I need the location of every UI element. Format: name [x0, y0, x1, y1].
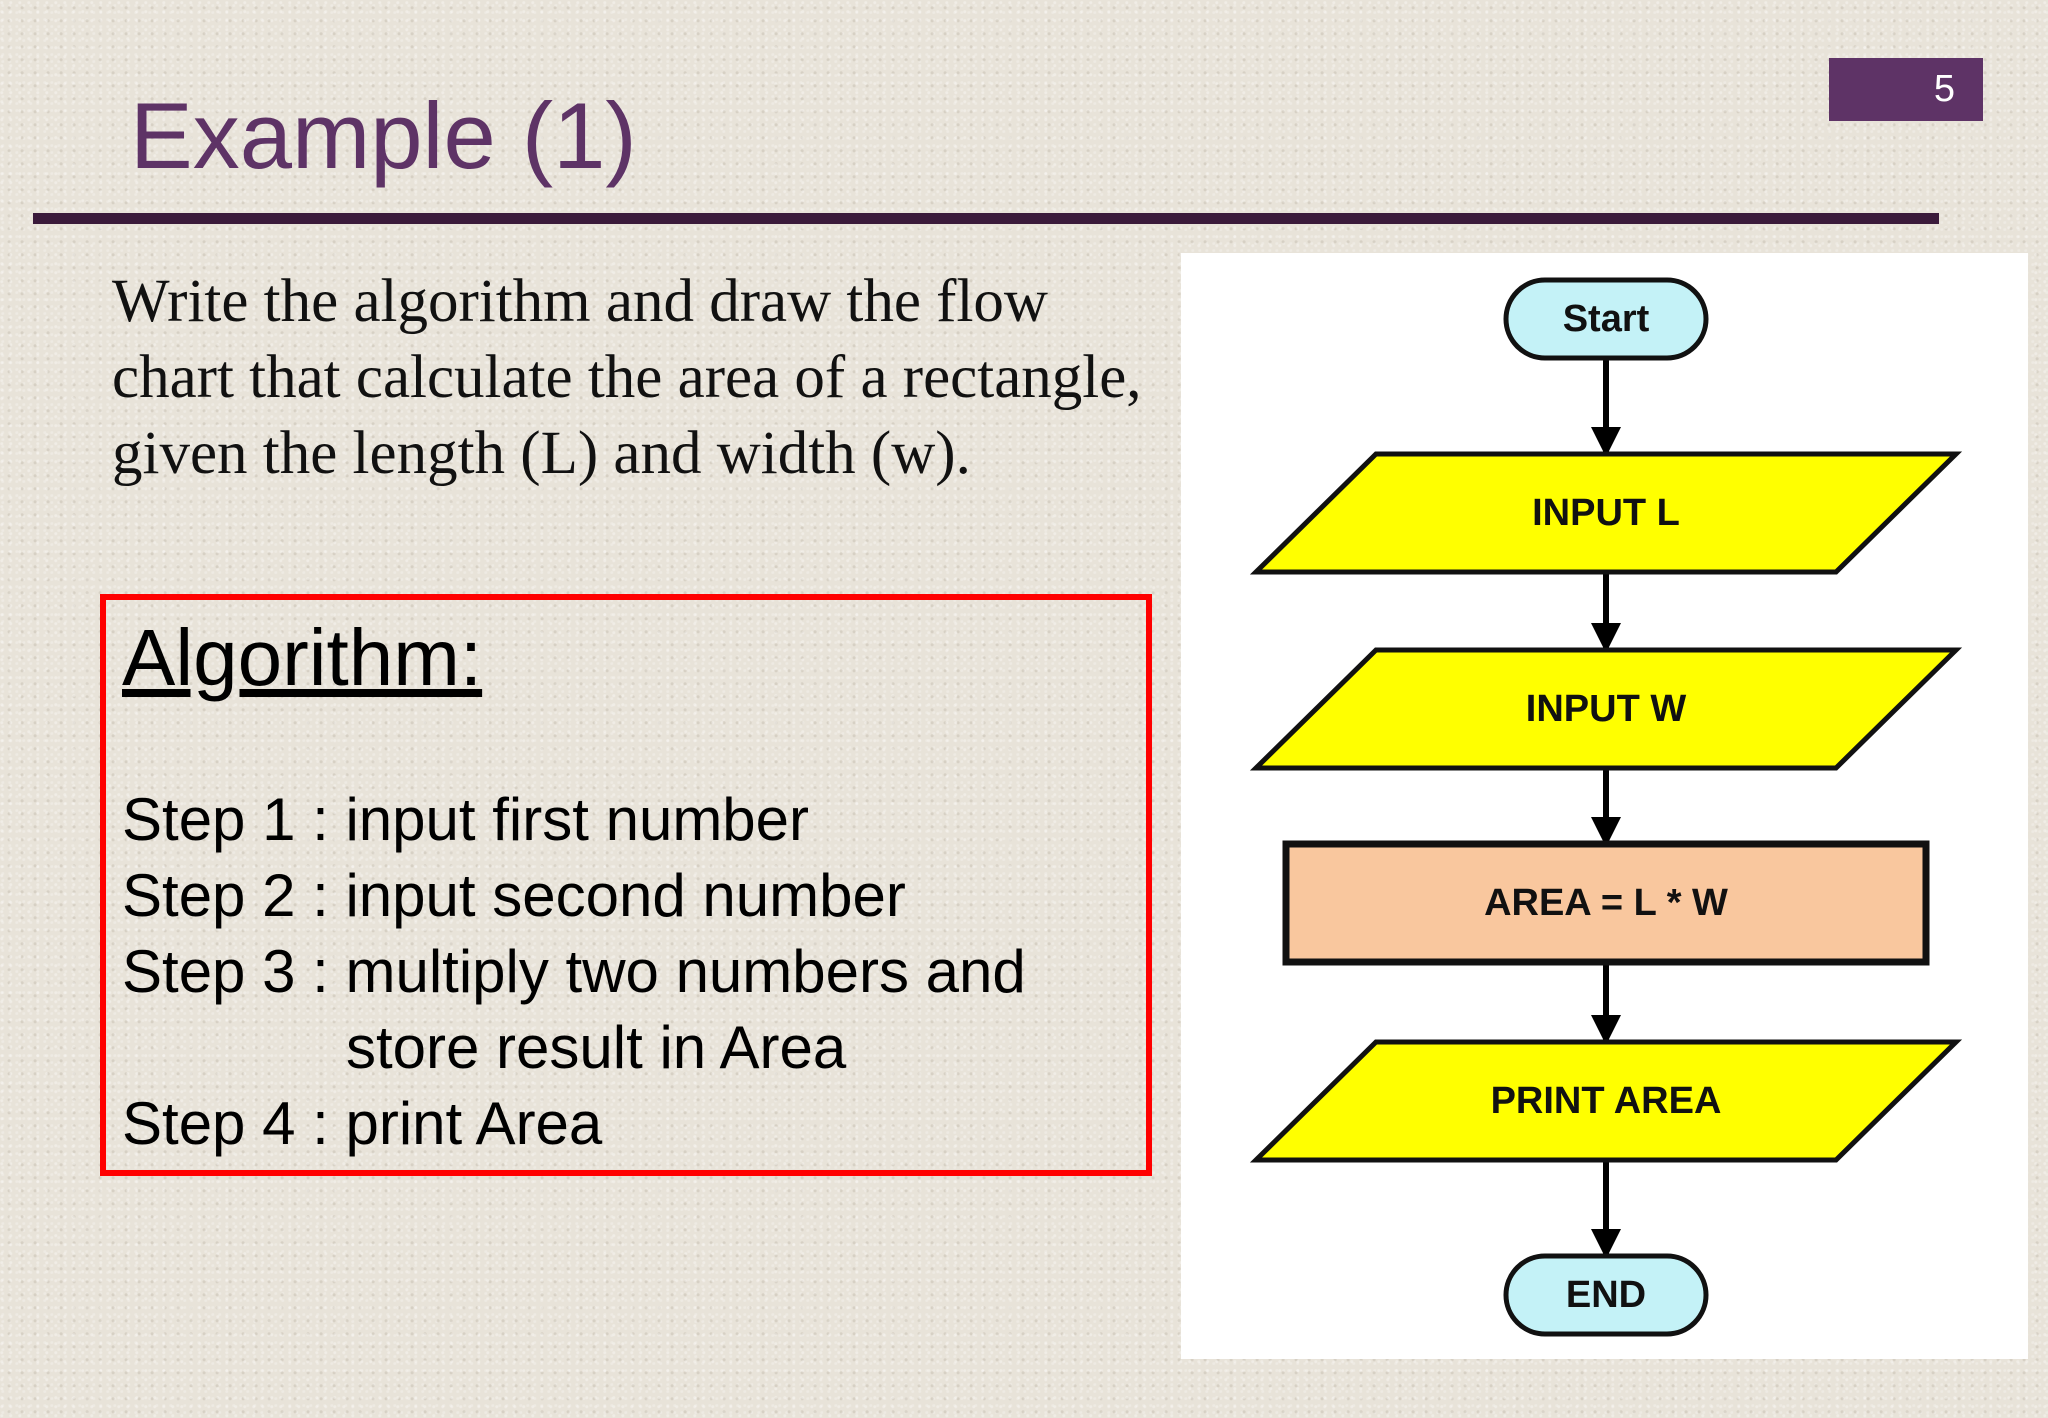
flow-shape-area [1282, 840, 1930, 966]
flow-node-end: END [1503, 1253, 1709, 1337]
flow-shape-print-area [1249, 1039, 1963, 1163]
flow-node-input-l: INPUT L [1249, 451, 1963, 575]
problem-line: chart that calculate the area of a recta… [112, 344, 1142, 411]
algorithm-step-3: Step 3 : multiply two numbers and [122, 938, 1026, 1005]
flow-label-print-area: PRINT AREA [1491, 1080, 1722, 1122]
slide-title: Example (1) [130, 83, 637, 188]
flow-label-end: END [1566, 1274, 1646, 1316]
problem-line: given the length (L) and width (w). [112, 420, 971, 487]
flow-label-input-w: INPUT W [1526, 688, 1687, 730]
flow-node-input-w: INPUT W [1249, 647, 1963, 771]
algorithm-step-1: Step 1 : input first number [122, 786, 810, 853]
problem-line: Write the algorithm and draw the flow [112, 268, 1048, 335]
flow-node-area: AREA = L * W [1282, 840, 1930, 966]
title-divider [33, 213, 1939, 224]
algorithm-step-3-continued: store result in Area [346, 1014, 847, 1081]
flow-shape-input-w [1249, 647, 1963, 771]
flow-shape-end [1503, 1253, 1709, 1337]
flow-shape-input-l [1249, 451, 1963, 575]
algorithm-box [100, 594, 1152, 1176]
slide-number-badge: 5 [1829, 58, 1983, 121]
flow-label-input-l: INPUT L [1532, 492, 1680, 534]
algorithm-heading: Algorithm: [122, 613, 483, 702]
flow-shape-start [1503, 277, 1709, 361]
flow-node-start: Start [1503, 277, 1709, 361]
flow-label-start: Start [1563, 298, 1650, 340]
algorithm-step-4: Step 4 : print Area [122, 1090, 603, 1157]
flow-label-area: AREA = L * W [1484, 882, 1728, 924]
algorithm-step-2: Step 2 : input second number [122, 862, 906, 929]
problem-statement: Write the algorithm and draw the flow ch… [112, 264, 1172, 492]
flow-node-print-area: PRINT AREA [1249, 1039, 1963, 1163]
